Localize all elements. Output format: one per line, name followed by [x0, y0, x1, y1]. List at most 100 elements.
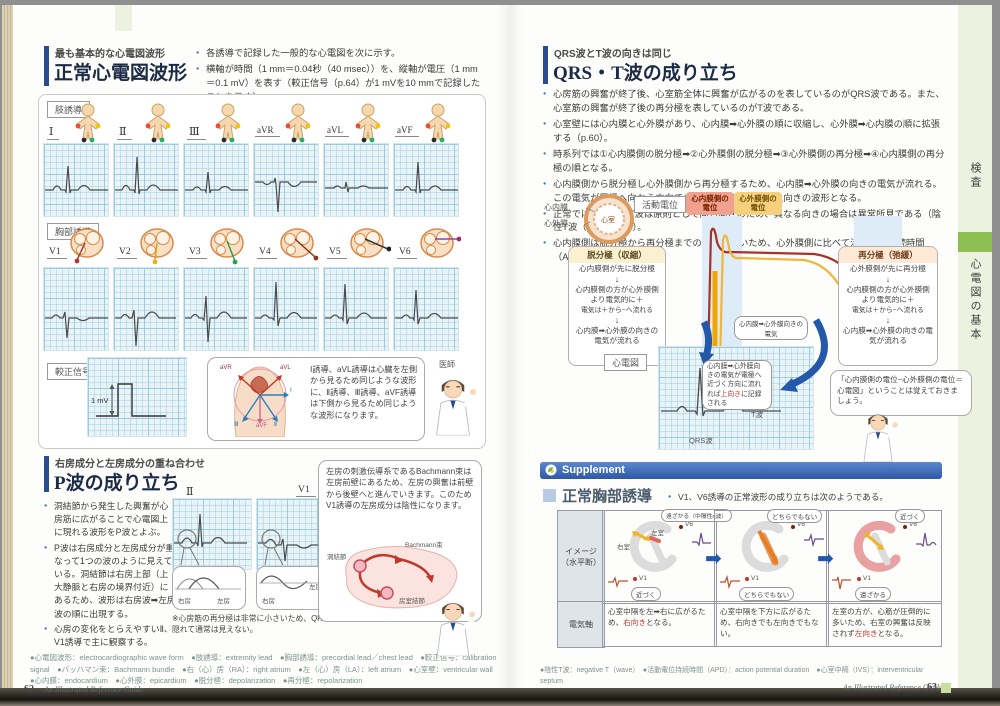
limb-leads-label: 肢誘導 — [47, 101, 91, 118]
person-figure-icon — [421, 103, 455, 143]
page-number: 62 — [24, 684, 34, 695]
heart-section-icon — [347, 227, 391, 265]
lead-label: Ⅰ — [47, 125, 60, 140]
doctor-bubble: 「心内膜側の電位−心外膜側の電位＝心電図」ということは覚えておきましょう。 — [830, 370, 972, 416]
down-arrow-icon: ↓ — [885, 315, 891, 326]
repol-line: 心内膜側の方が心外膜側より電気的に＋ — [846, 284, 930, 304]
section-bar — [44, 456, 49, 492]
row-header-label: イメージ（水平断） — [561, 547, 601, 567]
running-title: An Illustrated Reference Guide — [843, 683, 943, 692]
bullet: 心房の変化をとらえやすいⅡ、V1誘導で主に観察する。 — [44, 623, 176, 649]
av-node-label: 房室結節 — [399, 598, 425, 605]
axis-post: となる。 — [877, 629, 908, 638]
torso-lead-label: aVR — [220, 365, 232, 371]
ecg-strip-lead-I — [43, 143, 109, 217]
right-atrium-label: 右房 — [178, 598, 191, 605]
ecg-figure-label: 心電図 — [604, 354, 648, 371]
callout-highlight: 上向き — [720, 390, 741, 398]
supplement-title: 正常胸部誘導 — [562, 488, 653, 505]
supplement-table: イメージ（水平断） 電気軸 左室 右室 V6 遠ざかる（中隔性q波） V1 近づ… — [557, 509, 942, 648]
depol-line: 心内膜側が先に脱分極 — [579, 264, 655, 273]
supplement-bullet: V1、V6誘導の正常波形の成り立ちは次のようである。 — [668, 491, 938, 506]
heart-horizontal-section-icon — [741, 521, 789, 572]
bachmann-bubble-text: 左房の刺激伝導系であるBachmann束は左房前壁にあるため、左房の興奮は前壁か… — [326, 467, 474, 511]
lead-label: Ⅱ — [117, 125, 133, 140]
lead-label: V6 — [397, 247, 417, 259]
repolarization-callout: 再分極（弛緩） 心外膜側が先に再分極 ↓ 心内膜側の方が心外膜側より電気的に＋ … — [838, 246, 938, 366]
right-arrow-icon: ➡ — [817, 548, 834, 570]
lead-label: aVL — [325, 125, 349, 137]
v6-trace-glyph — [916, 532, 937, 548]
upward-recording-callout: 心内膜➡心外膜向きの電気が電極へ近づく方向に流れれば上向きに記録される — [702, 360, 772, 410]
supplement-bar: Supplement — [540, 462, 942, 479]
normal-ecg-panel: 肢誘導 Ⅰ Ⅱ Ⅲ aVR aVL aVF 胸部誘導 V1 V2 V3 V4 V… — [38, 94, 486, 449]
side-tab-green-block — [958, 232, 992, 252]
endo-potential-badge: 心内膜側の電位 — [686, 192, 734, 215]
qrs-t-figure: 心内膜 心外膜 心室 活動電位 心内膜側の電位 心外膜側の電位 心内膜➡心外膜 — [538, 188, 972, 460]
v6-trace-glyph — [692, 532, 711, 547]
axis-cell-3: 左室の方が、心筋が圧倒的に多いため、右室の興奮は反映されず左向きとなる。 — [826, 601, 942, 647]
ventricle-wall-icon: 心室 — [582, 192, 636, 246]
section-title: 正常心電図波形 — [54, 63, 188, 84]
repol-line: 電気は＋から−へ流れる — [852, 306, 924, 314]
v6-dot — [679, 525, 683, 529]
ecg-strip-lead-III — [183, 143, 249, 217]
v6-label: V6 — [797, 521, 805, 528]
callout-pre: 心内膜➡心外膜向きの電気が電極へ近づく方向に流れれば — [707, 363, 762, 398]
axis-highlight: 右向き — [623, 618, 646, 627]
bullet: 時系列では①心内膜側の脱分極➡②心外膜側の脱分極➡③心外膜側の再分極➡④心内膜側… — [543, 148, 945, 176]
right-arrow-icon: ➡ — [705, 548, 722, 570]
p-wave-bullets: 洞結節から発生した興奮が心房筋に広がることで心電図上に現れる波形をP波とよぶ。 … — [44, 500, 176, 651]
section-title: P波の成り立ち — [54, 473, 180, 494]
v1-trace-glyph — [608, 576, 628, 588]
v6-label: V6 — [909, 521, 917, 528]
v6-tag: どちらでもない — [767, 509, 823, 523]
p-wave-detail-II: 右房 左房 — [172, 566, 246, 610]
axis-pre: 心室中隔を下方に広がるため、右向きでも左向きでもない。 — [720, 607, 819, 638]
ecg-strip-lead-aVF — [393, 143, 459, 217]
v1-label: V1 — [863, 575, 871, 582]
running-title: An Illustrated Reference Guide — [44, 685, 144, 694]
heart-section-icon — [67, 227, 111, 265]
supplement-title-square — [543, 489, 556, 502]
p-wave-note: ※心房筋の再分極は非常に小さいため、QRS波に隠れて通常は見えない。 — [172, 614, 344, 634]
lead-label: V2 — [117, 247, 137, 259]
gutter-shadow — [498, 5, 522, 688]
bottom-book-edge — [0, 688, 1000, 706]
sa-node-label: 洞結節 — [327, 554, 347, 561]
axis-pre: 左室の方が、心筋が圧倒的に多いため、右室の興奮は反映されず — [832, 607, 931, 638]
current-direction-tag: 心内膜➡心外膜向きの電気 — [734, 316, 808, 340]
depol-line: 心内膜➡心外膜の向きの電気が流れる — [575, 326, 659, 346]
torso-lead-label: Ⅱ — [274, 422, 277, 428]
axis-cell-2: 心室中隔を下方に広がるため、右向きでも左向きでもない。 — [714, 601, 829, 647]
right-ventricle-label: 右室 — [617, 544, 630, 551]
section-kicker: QRS波とT波の向きは同じ — [554, 49, 672, 60]
depol-line: 電気は＋から−へ流れる — [581, 306, 653, 314]
axis-post: となる。 — [645, 618, 677, 627]
doctor-label: 医師 — [439, 360, 455, 369]
row-header-image: イメージ（水平断） — [557, 510, 605, 604]
lead-direction-figure: aVR aVL Ⅰ Ⅲ aVF Ⅱ Ⅰ誘導、aVL誘導は心臓を左側から見るため同… — [207, 357, 425, 441]
t-wave-label: T波 — [751, 410, 764, 419]
torso-lead-label: aVF — [256, 423, 268, 429]
section-kicker: 最も基本的な心電図波形 — [55, 49, 165, 60]
ecg-strip-lead-V4 — [253, 267, 319, 351]
axis-pre: 心室中隔を左➡右に広がるため、 — [608, 607, 706, 627]
axis-highlight: 左向き — [854, 629, 878, 638]
heart-section-icon — [417, 227, 461, 265]
leaf-icon — [545, 464, 557, 476]
person-figure-icon — [141, 103, 175, 143]
left-atrium-label: 左房 — [309, 584, 322, 591]
left-atrium-label: 左房 — [217, 598, 230, 605]
bachmann-label: Bachmann束 — [405, 542, 443, 549]
ventricle-label: 心室 — [601, 217, 615, 224]
top-index-tab — [115, 5, 132, 31]
side-index-strip — [958, 5, 992, 688]
heart-section-icon — [207, 227, 251, 265]
v1-label: V1 — [639, 575, 647, 582]
lead-label: V5 — [327, 247, 347, 259]
depol-line: 心内膜側の方が心外膜側より電気的に＋ — [575, 284, 659, 304]
endocardium-label: 心内膜 — [544, 203, 568, 212]
ecg-strip-lead-II — [113, 143, 179, 217]
row-header-label: 電気軸 — [569, 620, 593, 629]
